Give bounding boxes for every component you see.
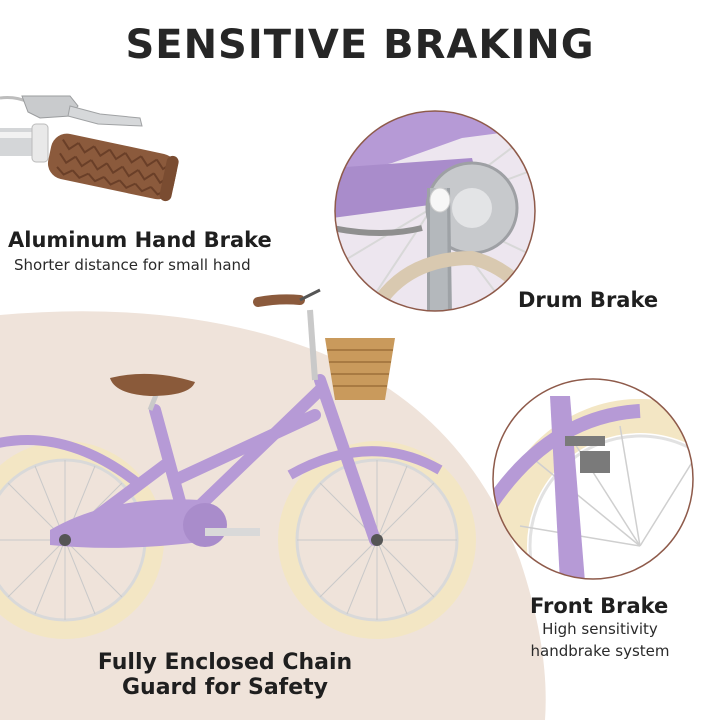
page-title: SENSITIVE BRAKING — [125, 22, 595, 68]
drum-brake-title: Drum Brake — [518, 288, 659, 312]
hand-brake-image — [0, 95, 179, 202]
front-brake-subtitle-line2: handbrake system — [530, 642, 670, 660]
front-brake-callout — [492, 378, 694, 580]
chain-guard-title-line2: Guard for Safety — [121, 675, 329, 700]
hand-brake-title: Aluminum Hand Brake — [8, 228, 272, 252]
front-brake-title: Front Brake — [530, 594, 669, 618]
chain-guard-title-line1: Fully Enclosed Chain — [97, 650, 353, 675]
bicycle-image — [0, 288, 476, 639]
front-brake-subtitle-line1: High sensitivity — [542, 620, 658, 638]
drum-brake-callout — [334, 110, 536, 312]
hand-brake-subtitle: Shorter distance for small hand — [14, 256, 251, 274]
